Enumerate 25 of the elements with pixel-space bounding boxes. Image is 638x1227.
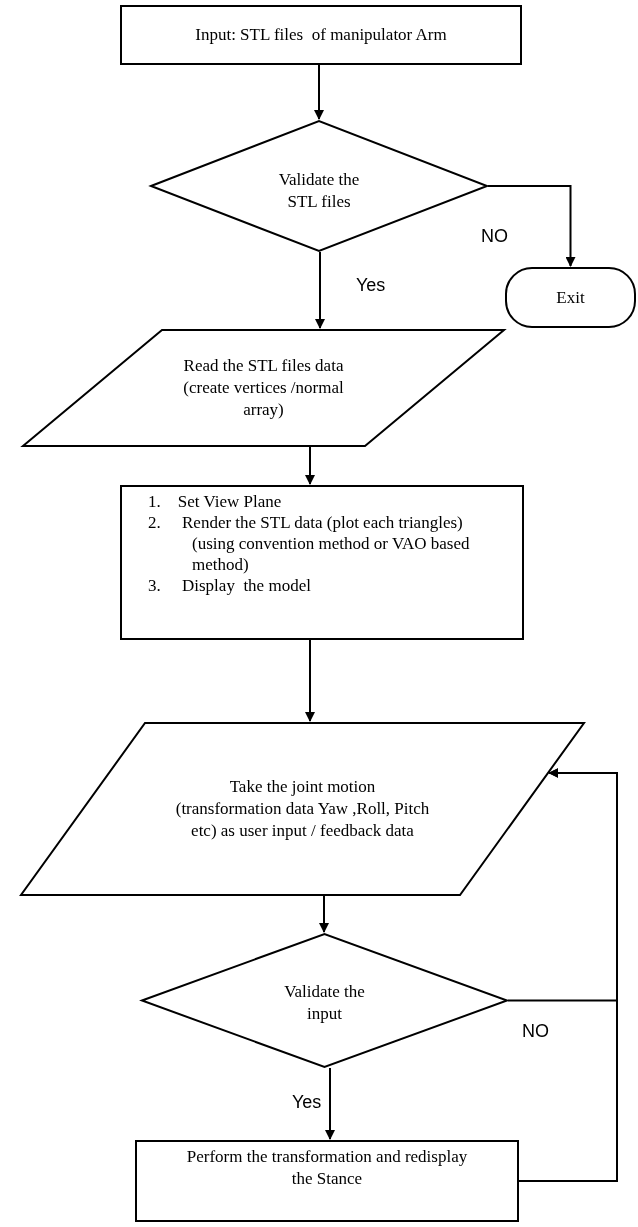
node-text: Input: STL files of manipulator Arm bbox=[195, 24, 447, 46]
arrow bbox=[314, 64, 324, 120]
process-box bbox=[120, 5, 522, 65]
list-item: 2. Render the STL data (plot each triangles) (using convention method or VAO based method) bbox=[148, 512, 471, 575]
list-item: 3. Display the model bbox=[148, 575, 312, 596]
node-text: Exit bbox=[556, 286, 585, 309]
arrow bbox=[487, 185, 576, 267]
arrow bbox=[319, 895, 329, 933]
process-box bbox=[120, 485, 524, 640]
arrow bbox=[305, 446, 315, 485]
process-box bbox=[135, 1140, 519, 1222]
node-text: Take the joint motion (transformation data Yaw ,Roll, Pitch etc) as user input / feedback data bbox=[175, 776, 430, 842]
node-text: Read the STL files data (create vertices /normal array) bbox=[182, 355, 345, 421]
input-output-parallelogram bbox=[22, 329, 505, 447]
list-item: 1. Set View Plane bbox=[148, 491, 283, 512]
node-text: Validate the input bbox=[283, 980, 366, 1025]
terminal-shape bbox=[505, 267, 636, 328]
node-text: Validate the STL files bbox=[277, 169, 361, 213]
node-text: Perform the transformation and redisplay the Stance bbox=[185, 1146, 469, 1190]
arrow bbox=[518, 768, 618, 1182]
arrow bbox=[315, 251, 325, 329]
arrow bbox=[325, 1067, 335, 1140]
arrow bbox=[305, 639, 315, 722]
input-output-parallelogram bbox=[20, 722, 585, 896]
decision-diamond bbox=[141, 933, 508, 1068]
